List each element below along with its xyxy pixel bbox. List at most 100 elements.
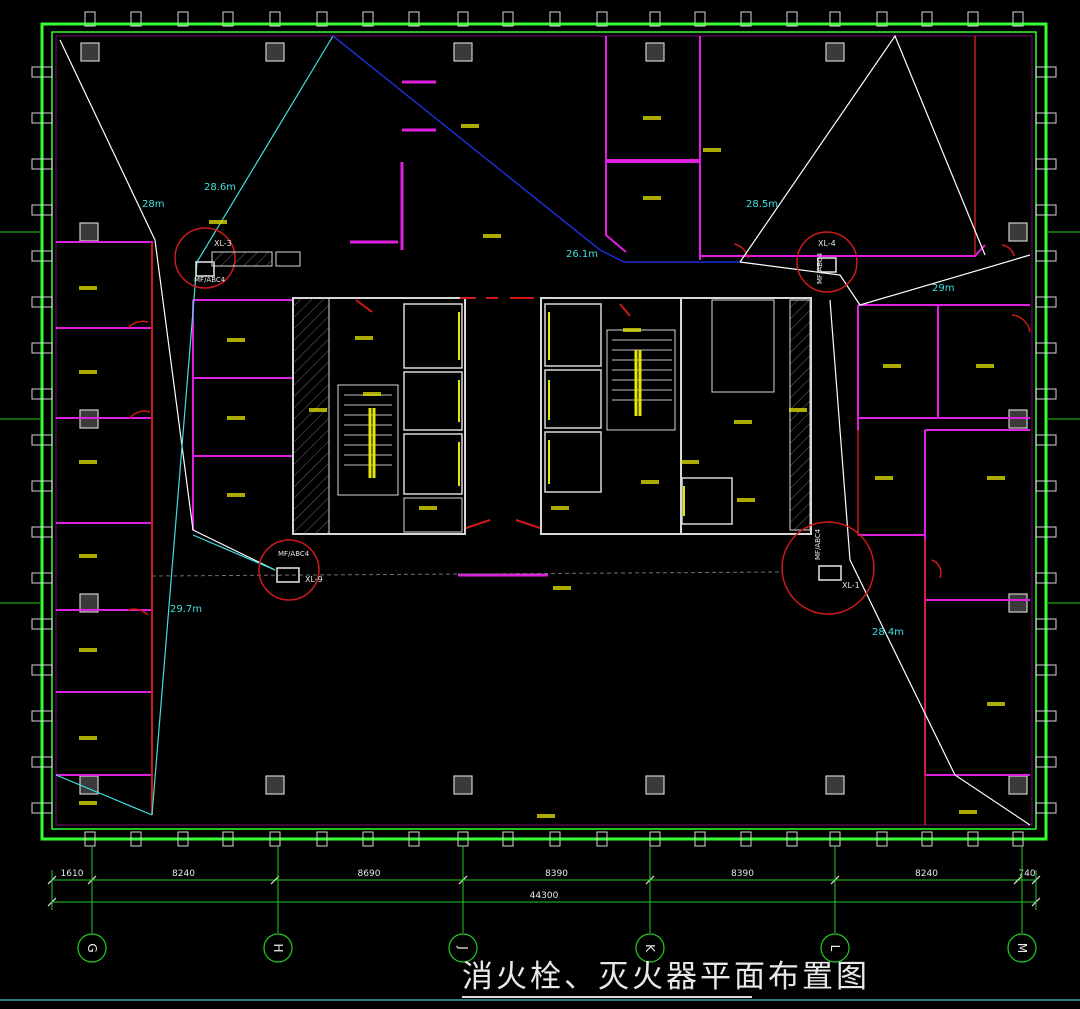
core-doors — [355, 297, 631, 529]
elevator-6 — [544, 431, 602, 493]
elevator-2 — [403, 371, 463, 431]
axis-label: L — [828, 945, 842, 952]
pipe-line — [332, 35, 740, 263]
dimension-segment-label: 8390 — [545, 869, 568, 879]
mullion-left-11 — [31, 572, 53, 584]
mullion-right-11 — [1035, 572, 1057, 584]
column-8 — [79, 593, 99, 613]
column-13 — [645, 775, 665, 795]
hose-length-label: 28m — [142, 199, 164, 210]
mullion-top-7 — [408, 11, 420, 27]
core-left-rooms — [192, 299, 293, 530]
mullion-top-16 — [829, 11, 841, 27]
mullion-bottom-0 — [84, 831, 96, 847]
mullion-left-2 — [31, 158, 53, 170]
mullion-left-10 — [31, 526, 53, 538]
right-red — [857, 430, 926, 825]
hydrant-cabinet-icon — [276, 567, 300, 583]
mullion-bottom-4 — [269, 831, 281, 847]
dimension-segment-label: 740 — [1018, 869, 1035, 879]
room-label-mark-14 — [703, 148, 721, 152]
axis-label: K — [643, 944, 657, 953]
column-16 — [1008, 775, 1028, 795]
hydrant-label: XL-3 — [214, 239, 232, 248]
mullion-right-2 — [1035, 158, 1057, 170]
hose-line-5 — [829, 299, 1031, 826]
room-label-mark-26 — [551, 506, 569, 510]
columns — [79, 42, 1028, 795]
hydrant-cabinet-icon — [817, 257, 837, 273]
room-label-mark-12 — [643, 116, 661, 120]
mullion-bottom-14 — [740, 831, 752, 847]
room-label-mark-7 — [227, 338, 245, 342]
mullion-bottom-1 — [130, 831, 142, 847]
mullion-left-13 — [31, 664, 53, 676]
mullion-left-16 — [31, 802, 53, 814]
mullion-bottom-3 — [222, 831, 234, 847]
room-label-mark-20 — [959, 810, 977, 814]
column-5 — [1008, 222, 1028, 242]
axis-bubble — [820, 933, 850, 963]
axis-bubble — [448, 933, 478, 963]
hydrant-cabinet-icon — [195, 261, 215, 277]
mullion-left-4 — [31, 250, 53, 262]
room-label-mark-32 — [789, 408, 807, 412]
room-label-mark-11 — [483, 234, 501, 238]
hose-length-label: 29.7m — [170, 604, 202, 615]
extinguisher-label: MF/ABC4 — [194, 276, 226, 284]
room-label-mark-25 — [419, 506, 437, 510]
mullion-bottom-11 — [596, 831, 608, 847]
room-label-mark-9 — [227, 493, 245, 497]
hose-line-1 — [59, 39, 276, 571]
mullion-left-5 — [31, 296, 53, 308]
outer-wall — [40, 22, 1048, 841]
mullion-bottom-10 — [549, 831, 561, 847]
hose-length-label: 28.6m — [204, 182, 236, 193]
stair-left — [337, 384, 399, 496]
mullion-left-9 — [31, 480, 53, 492]
mullion-bottom-13 — [694, 831, 706, 847]
mullion-top-1 — [130, 11, 142, 27]
room-label-mark-33 — [309, 408, 327, 412]
hose-length-label: 29m — [932, 283, 954, 294]
column-1 — [265, 42, 285, 62]
mullion-top-18 — [921, 11, 933, 27]
column-2 — [453, 42, 473, 62]
core-right — [540, 297, 682, 535]
hose-line-3 — [739, 34, 986, 263]
room-label-mark-6 — [79, 801, 97, 805]
mullion-top-13 — [694, 11, 706, 27]
partition-walls — [56, 36, 1031, 825]
column-0 — [80, 42, 100, 62]
mullion-bottom-5 — [316, 831, 328, 847]
mullion-top-9 — [502, 11, 514, 27]
hose-line-7 — [192, 534, 276, 571]
dimension-segment-label: 8240 — [172, 869, 195, 879]
mullion-bottom-2 — [177, 831, 189, 847]
room-label-mark-22 — [537, 814, 555, 818]
room-label-mark-29 — [681, 460, 699, 464]
dimension-segment-label: 8690 — [358, 869, 381, 879]
dimension-segment-label: 8390 — [731, 869, 754, 879]
center-partitions — [350, 80, 548, 577]
dimension-segment-label: 1610 — [61, 869, 84, 879]
mullion-left-8 — [31, 434, 53, 446]
hydrant-label: XL-4 — [818, 239, 836, 248]
mullion-top-11 — [596, 11, 608, 27]
mullion-bottom-7 — [408, 831, 420, 847]
hydrant-cabinet-icon — [818, 565, 842, 581]
mullion-left-7 — [31, 388, 53, 400]
room-label-mark-28 — [734, 420, 752, 424]
mullion-bottom-15 — [786, 831, 798, 847]
facade-mullions — [31, 11, 1057, 847]
mullion-bottom-20 — [1012, 831, 1024, 847]
room-label-mark-31 — [737, 498, 755, 502]
mullion-top-8 — [457, 11, 469, 27]
mullion-bottom-18 — [921, 831, 933, 847]
room-label-mark-16 — [976, 364, 994, 368]
elevator-doors — [458, 312, 685, 516]
mullion-top-3 — [222, 11, 234, 27]
mullion-top-12 — [649, 11, 661, 27]
axis-label: M — [1015, 943, 1029, 953]
